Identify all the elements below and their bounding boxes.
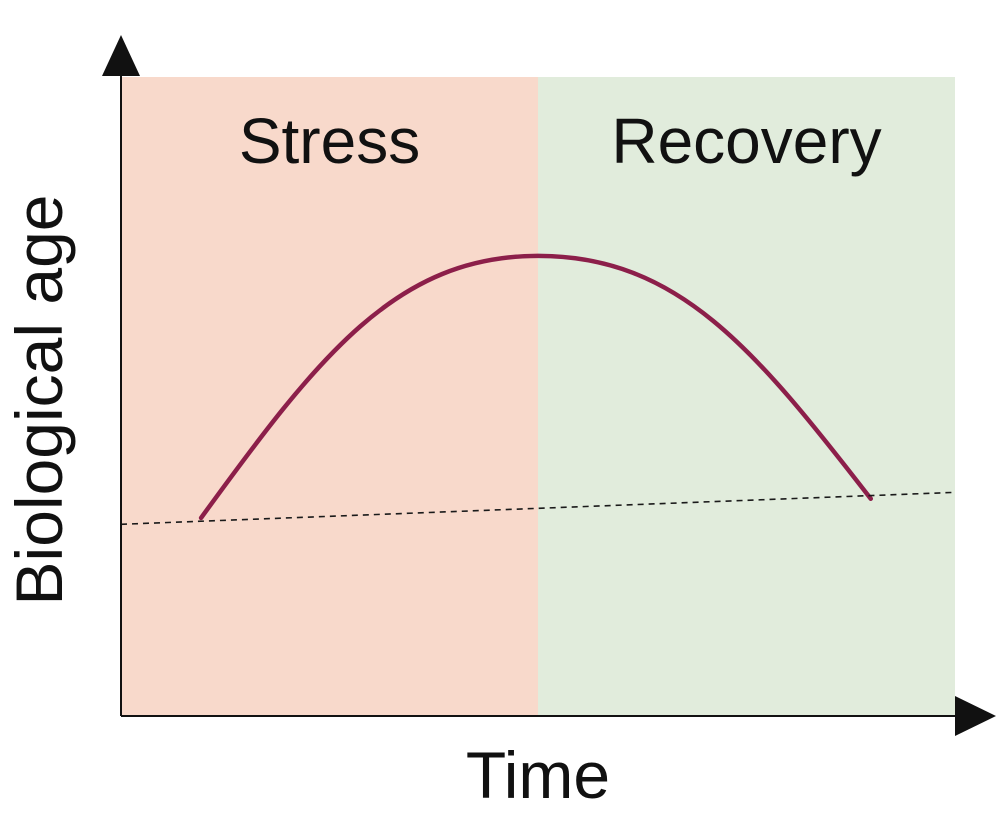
biological-age-curve <box>198 253 874 521</box>
series-layer <box>120 253 956 526</box>
region-stress <box>121 77 538 716</box>
baseline-dashed-line <box>120 491 956 526</box>
axes <box>102 35 996 736</box>
region-label-recovery: Recovery <box>611 105 881 177</box>
region-recovery <box>538 77 955 716</box>
region-backgrounds <box>121 77 955 716</box>
y-axis-arrowhead <box>102 35 140 76</box>
region-label-stress: Stress <box>239 105 420 177</box>
y-axis-label: Biological age <box>2 195 76 606</box>
x-axis-arrowhead <box>955 696 996 736</box>
x-axis-label: Time <box>466 738 610 812</box>
